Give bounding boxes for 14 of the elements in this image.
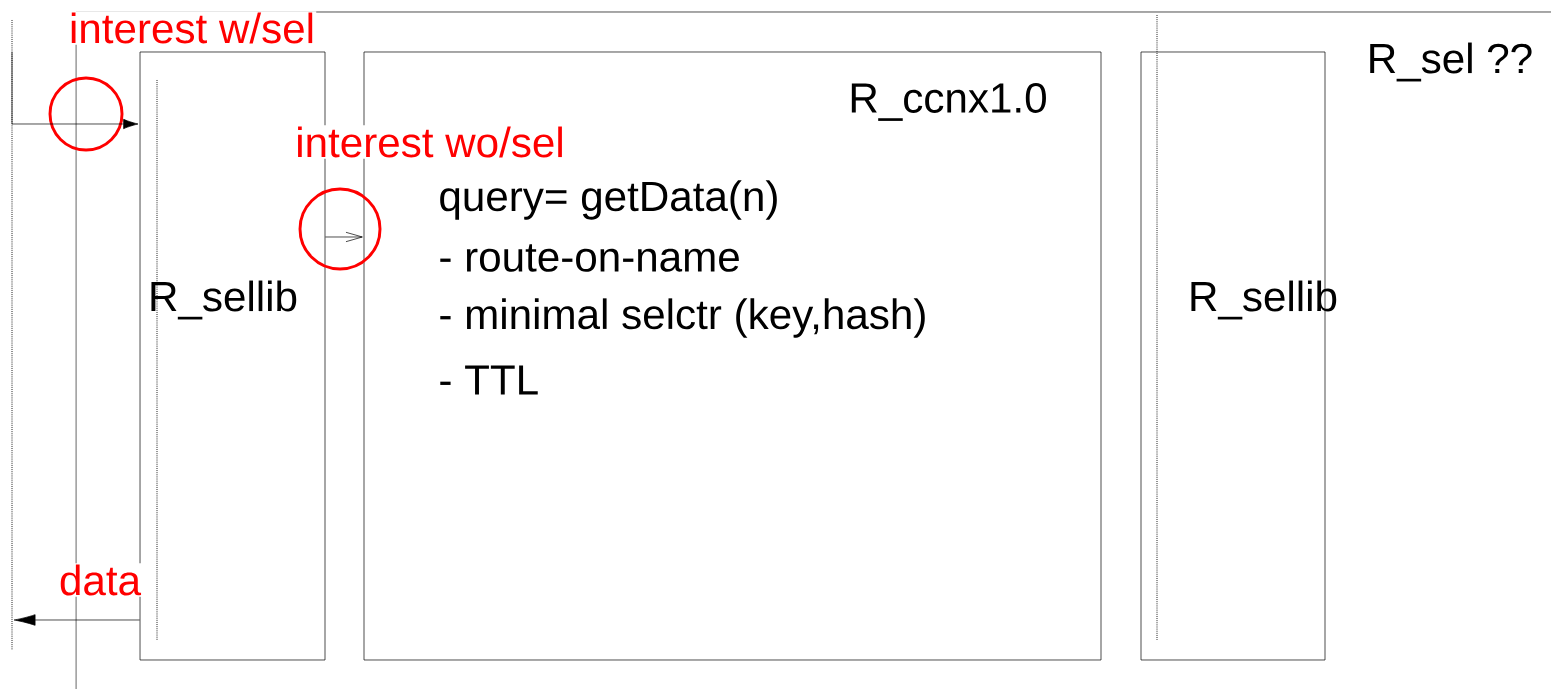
arrow <box>11 51 139 130</box>
box-text: - minimal selctr (key,hash) <box>440 298 925 338</box>
box-text: R_sel ?? <box>1370 42 1532 82</box>
box-text: - route-on-name <box>440 244 739 272</box>
box-text: query= getData(n) <box>440 180 777 220</box>
edge-label: data <box>57 563 143 597</box>
edge-label: interest wo/sel <box>294 125 566 159</box>
box-text: - TTL <box>440 365 538 395</box>
edge-label: interest w/sel <box>67 11 317 45</box>
arrow <box>325 231 363 243</box>
box-text: R_sellib <box>1191 280 1337 320</box>
box-text: R_sellib <box>151 280 297 320</box>
box-text: R_ccnx1.0 <box>851 83 1046 121</box>
arrow <box>13 614 140 626</box>
